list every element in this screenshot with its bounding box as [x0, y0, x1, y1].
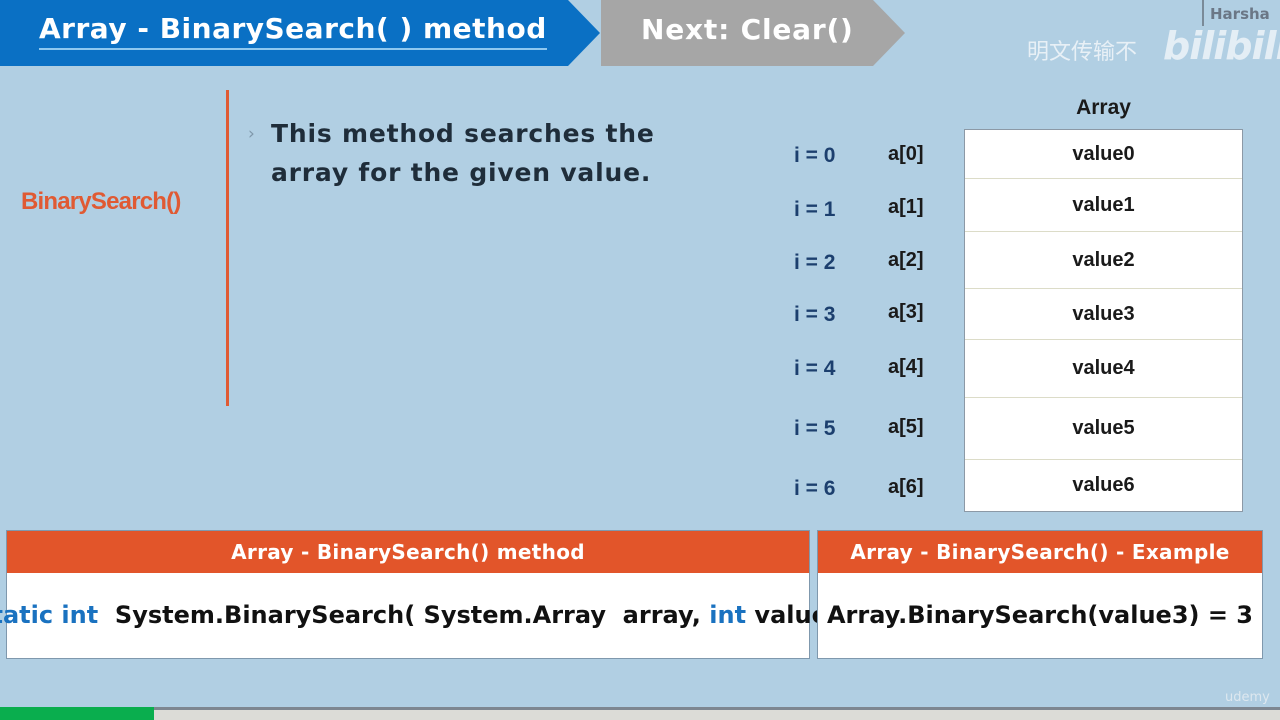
chevron-right-icon: ›	[248, 124, 255, 144]
accessor-label: a[3]	[888, 301, 924, 323]
example-panel-header: Array - BinarySearch() - Example	[818, 531, 1262, 573]
keyword: int	[709, 601, 747, 629]
page-title: Array - BinarySearch( ) method	[39, 12, 547, 50]
accessor-label: a[6]	[888, 476, 924, 498]
accessor-label: a[2]	[888, 249, 924, 271]
array-cell: value5	[965, 398, 1242, 460]
index-label: i = 3	[794, 303, 836, 326]
syntax-code: static int System.BinarySearch( System.A…	[0, 573, 839, 657]
vertical-divider	[226, 90, 229, 406]
code-text: System.BinarySearch( System.Array array,	[98, 601, 710, 629]
bilibili-logo-icon: bilibili	[1163, 24, 1280, 68]
array-cell: value2	[965, 232, 1242, 289]
udemy-logo-icon: udemy	[1225, 690, 1270, 705]
index-label: i = 0	[794, 144, 836, 167]
accessor-label: a[5]	[888, 416, 924, 438]
accessor-label: a[4]	[888, 356, 924, 378]
index-label: i = 1	[794, 198, 836, 221]
watermark-text: 明文传输不	[1027, 40, 1138, 65]
index-label: i = 4	[794, 357, 836, 380]
index-label: i = 5	[794, 417, 836, 440]
example-code: Array.BinarySearch(value3) = 3	[826, 601, 1254, 629]
video-progress-fill[interactable]	[0, 707, 154, 720]
video-progress-bar[interactable]	[0, 707, 1280, 720]
method-description: This method searches the array for the g…	[271, 119, 655, 187]
array-cell: value1	[965, 179, 1242, 232]
array-cell: value0	[965, 130, 1242, 179]
next-topic-label: Next: Clear()	[641, 13, 854, 46]
array-cell: value6	[1072, 474, 1135, 496]
array-table: value0 value1 value2 value3 value4 value…	[964, 129, 1243, 512]
author-divider	[1202, 0, 1204, 26]
syntax-panel-header: Array - BinarySearch() method	[7, 531, 809, 573]
keyword: static int	[0, 601, 99, 629]
array-title: Array	[1076, 96, 1131, 119]
author-name: Harsha	[1210, 5, 1270, 23]
index-label: i = 2	[794, 251, 836, 274]
array-cell: value3	[965, 289, 1242, 340]
accessor-label: a[1]	[888, 196, 924, 218]
syntax-panel: Array - BinarySearch() method static int…	[0, 530, 839, 659]
index-label: i = 6	[794, 477, 836, 500]
method-name: BinarySearch()	[21, 188, 181, 215]
array-cell: value4	[965, 340, 1242, 398]
accessor-label: a[0]	[888, 143, 924, 165]
example-panel: Array - BinarySearch() - Example Array.B…	[817, 530, 1263, 659]
title-banner: Array - BinarySearch( ) method	[0, 0, 600, 66]
next-topic-banner: Next: Clear()	[601, 0, 905, 66]
